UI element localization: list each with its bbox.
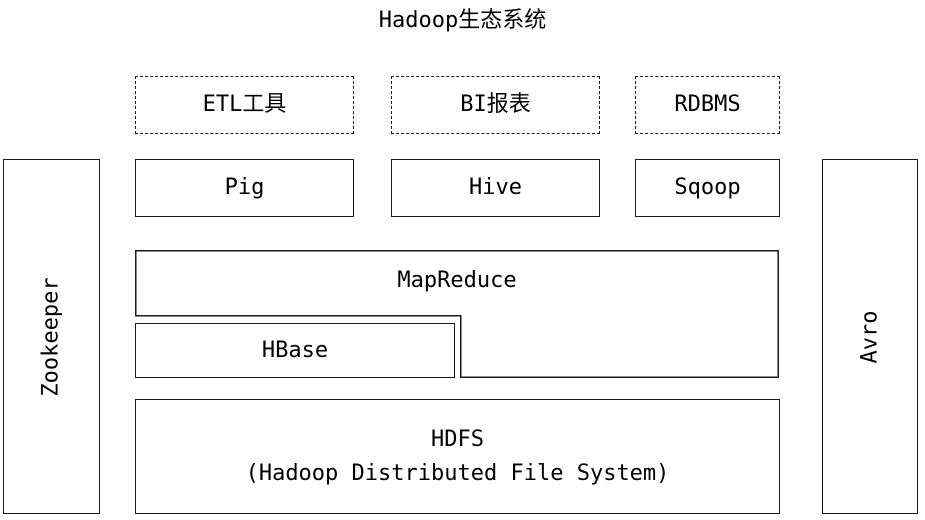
hdfs-full-name: (Hadoop Distributed File System) (245, 460, 670, 486)
bi-reports-box: BI报表 (391, 76, 600, 134)
rdbms-label: RDBMS (674, 92, 741, 117)
bi-reports-label: BI报表 (460, 92, 531, 117)
hdfs-box: HDFS (Hadoop Distributed File System) (135, 399, 780, 514)
mapreduce-label: MapReduce (397, 268, 517, 293)
hdfs-label: HDFS (431, 426, 484, 452)
rdbms-box: RDBMS (635, 76, 780, 134)
hbase-label: HBase (261, 337, 329, 363)
hbase-box: HBase (135, 323, 455, 378)
pig-label: Pig (224, 175, 265, 200)
diagram-title: Hadoop生态系统 (378, 8, 547, 33)
avro-box: Avro (822, 159, 918, 514)
hive-box: Hive (391, 159, 600, 217)
pig-box: Pig (135, 159, 354, 217)
avro-label: Avro (856, 310, 882, 363)
etl-tools-label: ETL工具 (202, 92, 287, 117)
sqoop-label: Sqoop (674, 175, 741, 200)
zookeeper-box: Zookeeper (3, 159, 100, 514)
etl-tools-box: ETL工具 (135, 76, 354, 134)
hive-label: Hive (469, 175, 522, 200)
zookeeper-label: Zookeeper (38, 276, 64, 397)
sqoop-box: Sqoop (635, 159, 780, 217)
